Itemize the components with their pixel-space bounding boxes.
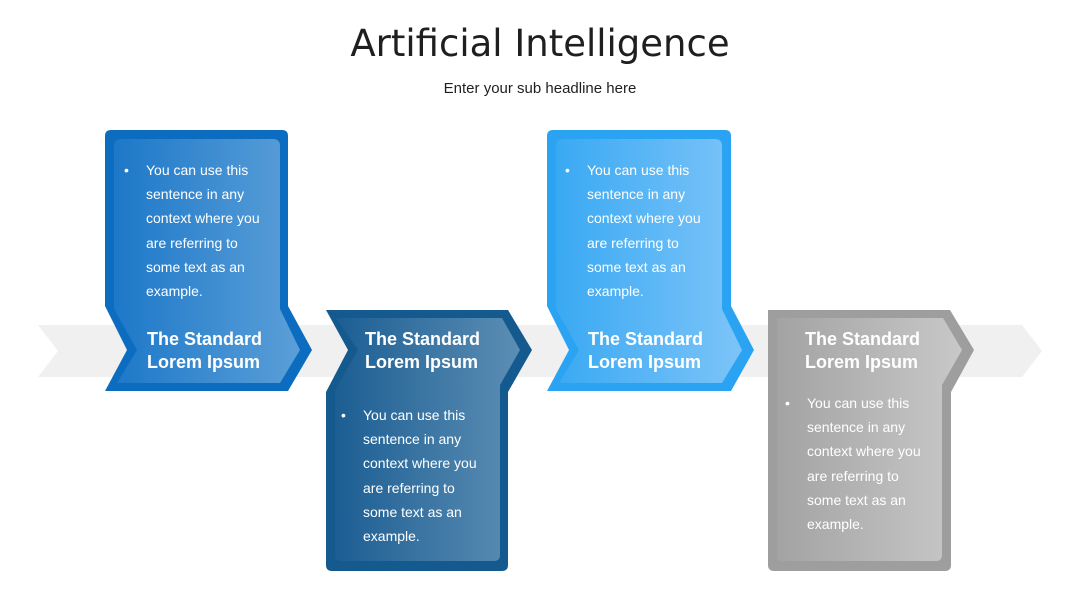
step-2-heading-line1: The Standard (365, 329, 481, 349)
page-subtitle: Enter your sub headline here (443, 80, 637, 97)
step-3-heading: The Standard Lorem Ipsum (588, 328, 703, 374)
step-3-bullet-dot: • (565, 162, 570, 178)
step-4-bullet-dot: • (785, 395, 790, 411)
step-1-bullet-text: You can use this sentence in any context… (146, 162, 260, 300)
step-4-bullet-text: You can use this sentence in any context… (807, 395, 921, 533)
step-3-heading-line1: The Standard (588, 329, 704, 349)
step-2-bullet-dot: • (341, 407, 346, 423)
step-2-bullet: • You can use this sentence in any conte… (341, 403, 491, 548)
step-1-bullet-dot: • (124, 162, 129, 178)
step-2-inner (335, 318, 520, 561)
step-2-heading-line2: Lorem Ipsum (365, 352, 479, 372)
step-3-inner (556, 139, 742, 383)
step-2-bullet-text: You can use this sentence in any context… (363, 407, 477, 545)
step-3-heading-line2: Lorem Ipsum (588, 352, 702, 372)
step-3-bullet-text: You can use this sentence in any context… (587, 162, 701, 300)
page-title: Artificial Intelligence (350, 22, 730, 65)
step-4-heading: The Standard Lorem Ipsum (805, 328, 920, 374)
step-3-bullet: • You can use this sentence in any conte… (565, 158, 715, 303)
step-1-bullet: • You can use this sentence in any conte… (124, 158, 272, 303)
step-1-heading-line2: Lorem Ipsum (147, 352, 261, 372)
step-4-bullet: • You can use this sentence in any conte… (785, 391, 935, 536)
step-4-heading-line1: The Standard (805, 329, 921, 349)
step-1-heading: The Standard Lorem Ipsum (147, 328, 262, 374)
step-4-inner (777, 318, 962, 561)
step-2-heading: The Standard Lorem Ipsum (365, 328, 480, 374)
step-1-inner (114, 139, 300, 383)
step-1-heading-line1: The Standard (147, 329, 263, 349)
step-4-heading-line2: Lorem Ipsum (805, 352, 919, 372)
